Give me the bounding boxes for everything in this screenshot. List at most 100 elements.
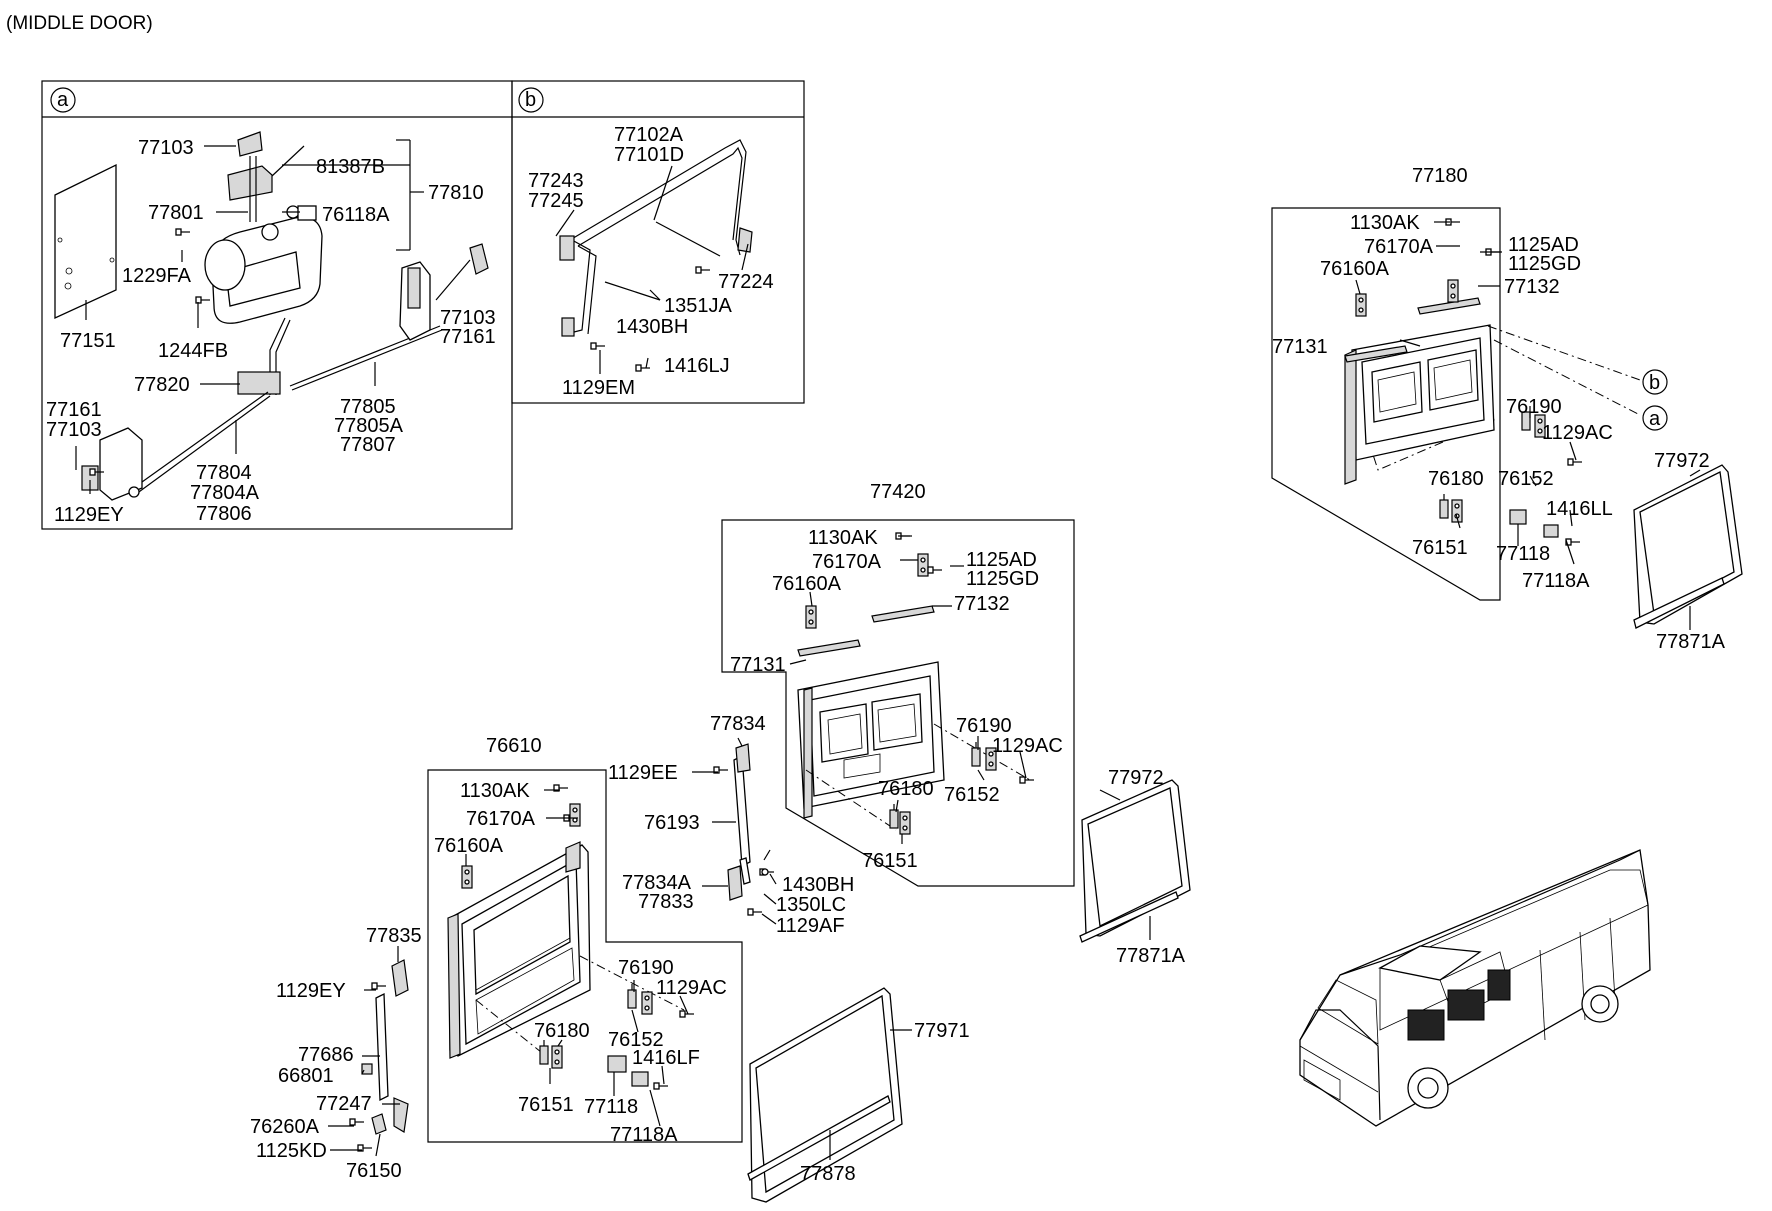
label-76190: 76190 <box>956 715 1012 737</box>
label-76180: 76180 <box>534 1020 590 1042</box>
label-77118A: 77118A <box>610 1124 678 1146</box>
label-76152: 76152 <box>944 784 1000 806</box>
label-77118: 77118 <box>584 1096 638 1118</box>
inset-a-marker: a <box>57 89 69 111</box>
label-1129EY: 1129EY <box>54 504 124 526</box>
label-77131: 77131 <box>730 654 786 676</box>
label-1129EY: 1129EY <box>276 980 346 1002</box>
label-1430BH: 1430BH <box>782 874 854 896</box>
label-1125AD: 1125AD <box>1508 234 1579 256</box>
label-77686: 77686 <box>298 1044 354 1066</box>
label-1229FA: 1229FA <box>122 265 192 287</box>
label-1416LJ: 1416LJ <box>664 355 730 377</box>
label-77834A: 77834A <box>622 872 692 894</box>
label-1129AC: 1129AC <box>1542 422 1613 444</box>
label-77131: 77131 <box>1272 336 1328 358</box>
label-76152: 76152 <box>608 1029 664 1051</box>
label-76170A: 76170A <box>466 808 536 830</box>
label-76160A: 76160A <box>434 835 504 857</box>
label-77243: 77243 <box>528 170 584 192</box>
label-1125GD: 1125GD <box>1508 253 1581 275</box>
label-1130AK: 1130AK <box>460 780 530 802</box>
label-77804: 77804 <box>196 462 252 484</box>
label-77224: 77224 <box>718 271 774 293</box>
label-1130AK: 1130AK <box>808 527 878 549</box>
label-77101D: 77101D <box>614 144 684 166</box>
label-1125GD: 1125GD <box>966 568 1039 590</box>
label-77871A: 77871A <box>1656 631 1726 653</box>
label-77132: 77132 <box>954 593 1010 615</box>
label-77103: 77103 <box>46 419 102 441</box>
weatherstrip-77972-right <box>1633 464 1743 629</box>
label-1129EE: 1129EE <box>608 762 678 784</box>
label-77804A: 77804A <box>190 482 260 504</box>
label-77871A: 77871A <box>1116 945 1186 967</box>
label-76170A: 76170A <box>812 551 882 573</box>
label-77820: 77820 <box>134 374 190 396</box>
label-81387B: 81387B <box>316 156 385 178</box>
weatherstrip-77971 <box>747 987 903 1203</box>
label-77805: 77805 <box>340 396 396 418</box>
label-76180: 76180 <box>878 778 934 800</box>
label-76260A: 76260A <box>250 1116 320 1138</box>
label-77102A: 77102A <box>614 124 684 146</box>
label-1244FB: 1244FB <box>158 340 228 362</box>
label-1416LF: 1416LF <box>632 1047 700 1069</box>
label-77161: 77161 <box>440 326 496 348</box>
ref-marker-b: b <box>1649 372 1660 394</box>
label-77801: 77801 <box>148 202 204 224</box>
ref-marker-a: a <box>1649 408 1661 430</box>
page-title: (MIDDLE DOOR) <box>6 13 153 34</box>
weatherstrip-77972-middle <box>1079 779 1191 943</box>
label-77878: 77878 <box>800 1163 856 1185</box>
label-77151: 77151 <box>60 330 116 352</box>
label-76190: 76190 <box>1506 396 1562 418</box>
label-77805A: 77805A <box>334 415 404 437</box>
label-76151: 76151 <box>862 850 918 872</box>
label-76151: 76151 <box>518 1094 574 1116</box>
label-1129AC: 1129AC <box>656 977 727 999</box>
label-77972: 77972 <box>1108 767 1164 789</box>
label-76118A: 76118A <box>322 204 390 226</box>
door-check-parts <box>349 959 409 1152</box>
label-77972: 77972 <box>1654 450 1710 472</box>
label-77835: 77835 <box>366 925 422 947</box>
assembly-77180: b a <box>1271 207 1668 601</box>
label-1125AD: 1125AD <box>966 549 1037 571</box>
label-76180: 76180 <box>1428 468 1484 490</box>
label-76151: 76151 <box>1412 537 1468 559</box>
inset-b-marker: b <box>525 89 536 111</box>
label-77161: 77161 <box>46 399 102 421</box>
label-76190: 76190 <box>618 957 674 979</box>
label-77834: 77834 <box>710 713 766 735</box>
label-76170A: 76170A <box>1364 236 1434 258</box>
label-1430BH: 1430BH <box>616 316 688 338</box>
bus-illustration <box>1299 849 1651 1127</box>
label-1416LL: 1416LL <box>1546 498 1613 520</box>
label-1130AK: 1130AK <box>1350 212 1420 234</box>
label-76610: 76610 <box>486 735 542 757</box>
label-77810: 77810 <box>428 182 484 204</box>
label-77807: 77807 <box>340 434 396 456</box>
label-1125KD: 1125KD <box>256 1140 327 1162</box>
label-77118A: 77118A <box>1522 570 1590 592</box>
assembly-77420 <box>721 519 1075 887</box>
label-77833: 77833 <box>638 891 694 913</box>
label-1129AF: 1129AF <box>776 915 845 937</box>
inset-boxes: a b <box>41 80 805 530</box>
label-77118: 77118 <box>1496 543 1550 565</box>
label-1129EM: 1129EM <box>562 377 635 399</box>
leader-lines <box>75 139 1701 1160</box>
label-76152: 76152 <box>1498 468 1554 490</box>
label-77247: 77247 <box>316 1093 372 1115</box>
label-77180: 77180 <box>1412 165 1468 187</box>
gas-strut-76193 <box>713 743 775 916</box>
label-66801: 66801 <box>278 1065 334 1087</box>
assembly-76610 <box>427 769 743 1143</box>
label-76160A: 76160A <box>772 573 842 595</box>
label-1129AC: 1129AC <box>992 735 1063 757</box>
label-77103: 77103 <box>440 307 496 329</box>
label-77245: 77245 <box>528 190 584 212</box>
part-labels: 77103 81387B 77810 77801 76118A 1229FA 7… <box>46 124 1726 1185</box>
